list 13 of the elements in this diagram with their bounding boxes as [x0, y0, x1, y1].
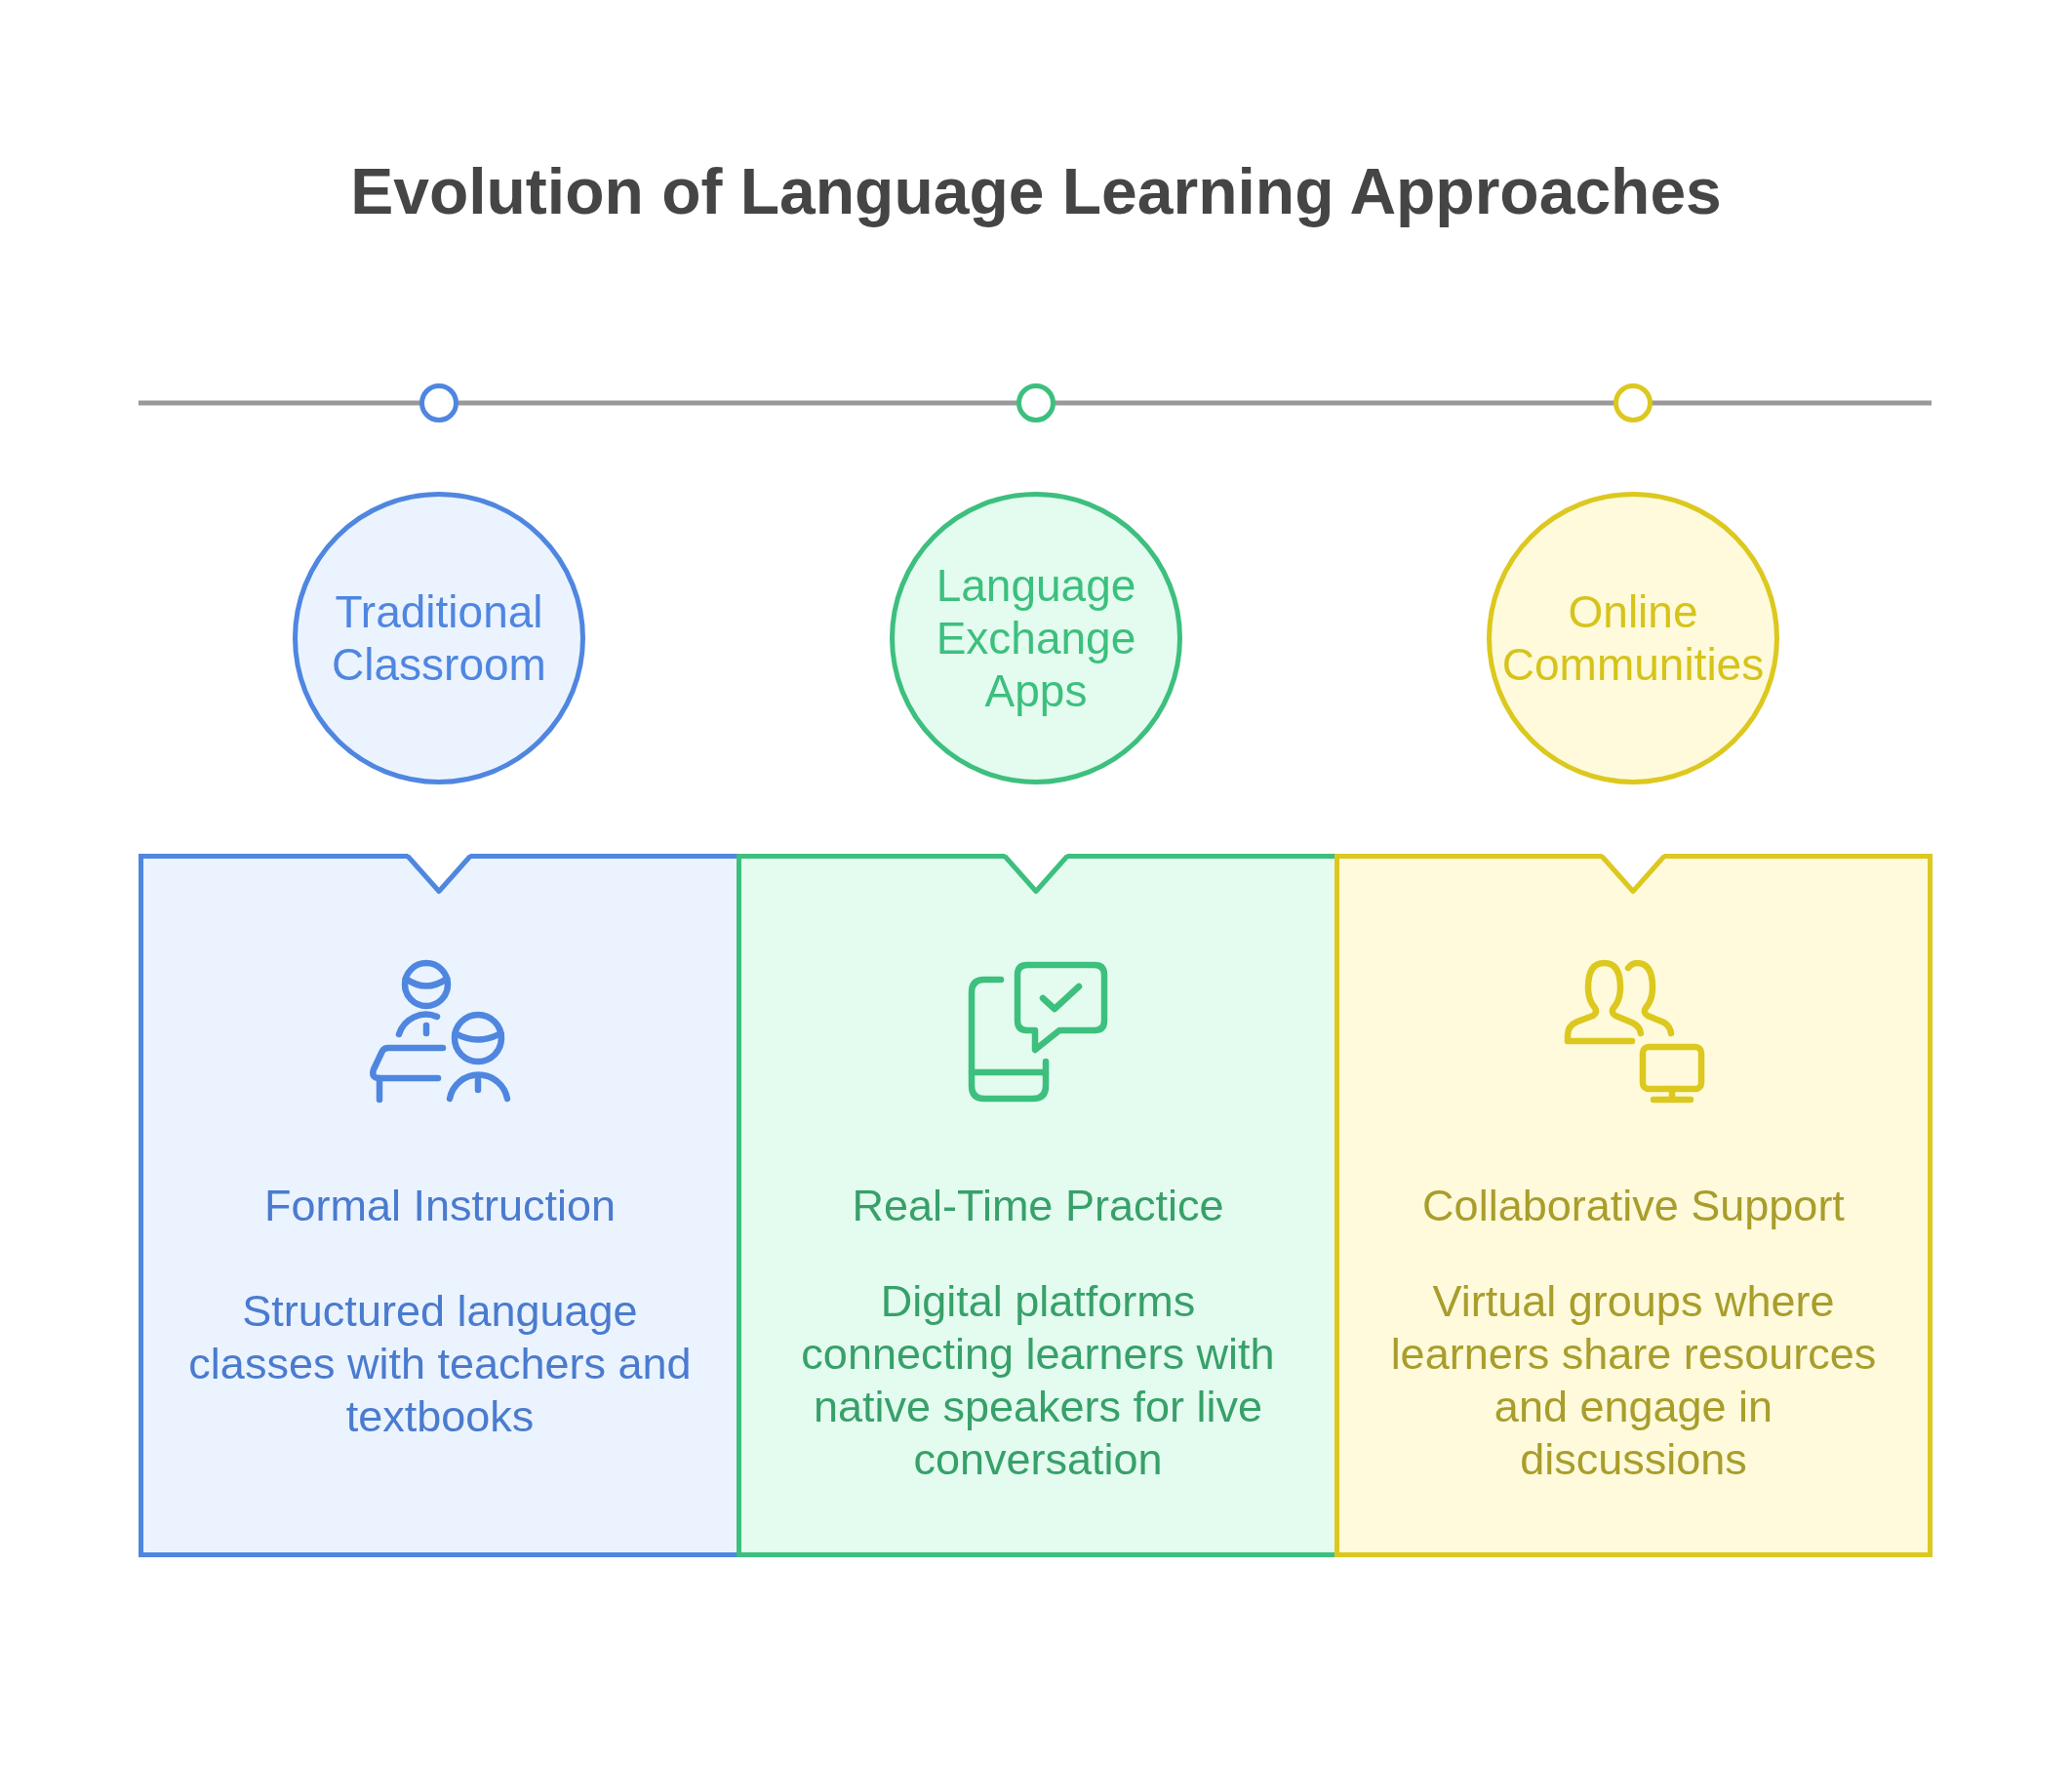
info-panel	[737, 854, 1335, 1557]
stage-label: Traditional Classroom	[331, 585, 547, 691]
panel-heading: Formal Instruction	[263, 1180, 617, 1232]
info-panel	[139, 854, 737, 1557]
panel-description: Digital platforms connecting learners with native speakers for live conversation	[800, 1275, 1276, 1486]
panel-heading: Real-Time Practice	[852, 1180, 1224, 1232]
panel-heading: Collaborative Support	[1422, 1180, 1845, 1232]
info-panel	[1335, 854, 1933, 1557]
stage-label: Online Communities	[1501, 585, 1765, 691]
diagram-title: Evolution of Language Learning Approaches	[350, 154, 1722, 229]
panel-description: Virtual groups where learners share resources and engage in discussions	[1389, 1275, 1878, 1486]
panel-description: Structured language classes with teachers and textbooks	[187, 1285, 693, 1443]
stage-label: Language Exchange Apps	[935, 559, 1137, 717]
